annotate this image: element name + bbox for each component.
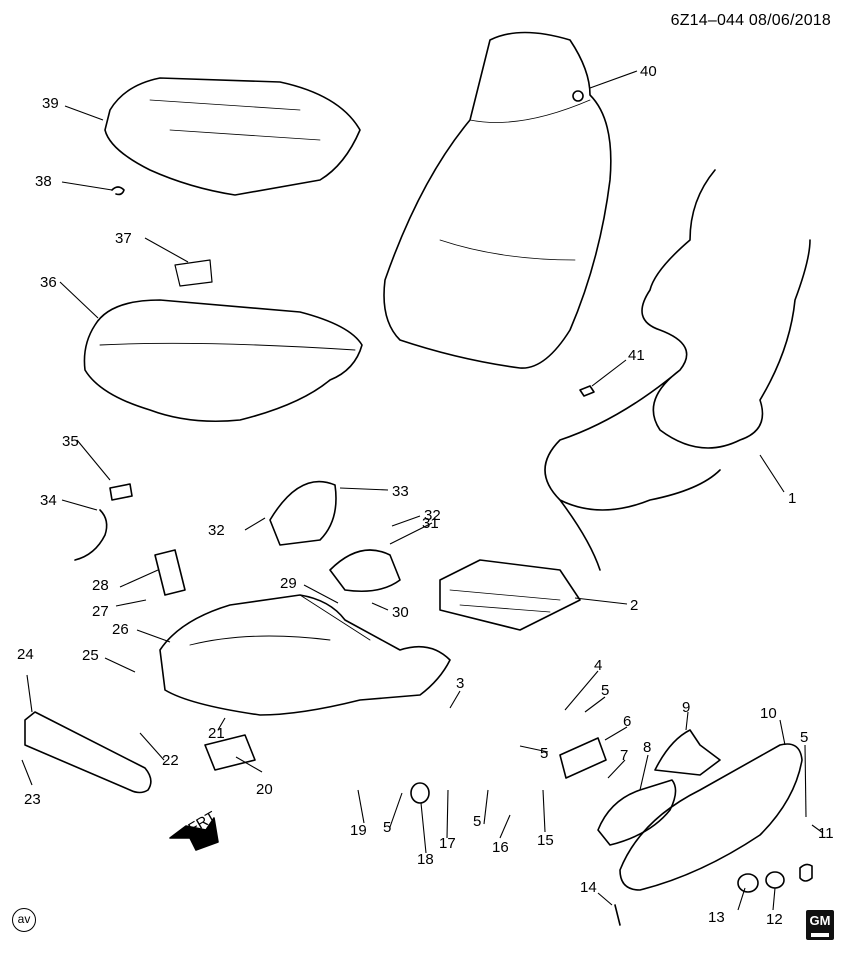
- callout-3: 3: [456, 675, 464, 692]
- callout-27: 27: [92, 603, 109, 620]
- callout-34: 34: [40, 492, 57, 509]
- callout-29: 29: [280, 575, 297, 592]
- callout-19: 19: [350, 822, 367, 839]
- diagram-header: 6Z14–044 08/06/2018: [671, 12, 831, 30]
- callout-31: 31: [422, 515, 439, 532]
- part-35-sensor: [109, 483, 133, 501]
- callout-21: 21: [208, 725, 225, 742]
- callout-1: 1: [788, 490, 796, 507]
- callout-22: 22: [162, 752, 179, 769]
- callout-8: 8: [643, 739, 651, 756]
- callout-5: 5: [601, 682, 609, 699]
- callout-5: 5: [473, 813, 481, 830]
- gm-logo-underline: [811, 933, 829, 937]
- gm-logo-badge: GM: [806, 910, 834, 940]
- front-arrow-icon: [169, 817, 219, 851]
- gm-logo-text: GM: [809, 913, 831, 928]
- part-12-button: [765, 871, 785, 889]
- callout-15: 15: [537, 832, 554, 849]
- part-13-knob: [737, 873, 759, 893]
- part-20-motor: [204, 734, 256, 771]
- part-6-motor: [559, 737, 607, 779]
- part-2-seat-adjuster: [439, 559, 581, 631]
- diagram-code: 6Z14–044: [670, 12, 745, 29]
- callout-38: 38: [35, 173, 52, 190]
- callout-4: 4: [594, 657, 602, 674]
- callout-6: 6: [623, 713, 631, 730]
- part-36-cushion: [83, 299, 363, 423]
- callout-26: 26: [112, 621, 129, 638]
- callout-13: 13: [708, 909, 725, 926]
- part-34-harness: [74, 509, 108, 561]
- diagram-date: 08/06/2018: [748, 12, 831, 29]
- callout-28: 28: [92, 577, 109, 594]
- callout-10: 10: [760, 705, 777, 722]
- part-8-switch-bezel: [597, 779, 677, 846]
- callout-14: 14: [580, 879, 597, 896]
- callout-5: 5: [383, 819, 391, 836]
- part-24-trim-panel: [24, 711, 152, 794]
- callout-39: 39: [42, 95, 59, 112]
- part-31-bracket: [329, 549, 401, 593]
- callout-7: 7: [620, 747, 628, 764]
- callout-37: 37: [115, 230, 132, 247]
- callout-5: 5: [800, 729, 808, 746]
- part-18-cap: [410, 782, 430, 804]
- callout-32: 32: [208, 522, 225, 539]
- callout-20: 20: [256, 781, 273, 798]
- callout-32: 32: [424, 507, 441, 524]
- callout-40: 40: [640, 63, 657, 80]
- part-41-bolt: [579, 385, 595, 397]
- callout-24: 24: [17, 646, 34, 663]
- callout-18: 18: [417, 851, 434, 868]
- callout-17: 17: [439, 835, 456, 852]
- part-28-belt-buckle: [154, 549, 186, 596]
- part-38-clip: [111, 186, 125, 196]
- callout-25: 25: [82, 647, 99, 664]
- leader-lines: [21, 70, 824, 911]
- part-11-cap: [799, 863, 813, 882]
- callout-12: 12: [766, 911, 783, 928]
- callout-labels: 1 2 3 4 5 5 5 5 5 6 7 8 9 10 11 12 13 14…: [17, 63, 834, 928]
- part-26-seat-frame: [159, 594, 451, 716]
- callout-5: 5: [540, 745, 548, 762]
- part-9-bracket: [654, 729, 721, 776]
- callout-36: 36: [40, 274, 57, 291]
- callout-35: 35: [62, 433, 79, 450]
- part-40-seat-back: [383, 31, 612, 369]
- part-33-bracket: [269, 480, 337, 546]
- callout-41: 41: [628, 347, 645, 364]
- callout-33: 33: [392, 483, 409, 500]
- callout-30: 30: [392, 604, 409, 621]
- part-39-cushion-cover: [104, 77, 361, 196]
- footer-mark: av: [12, 908, 36, 932]
- callout-23: 23: [24, 791, 41, 808]
- part-10-side-shield: [619, 743, 803, 891]
- callout-9: 9: [682, 699, 690, 716]
- callout-16: 16: [492, 839, 509, 856]
- part-1-wiring-harness: [544, 169, 811, 571]
- part-37-pad: [174, 259, 213, 287]
- part-14-screw: [614, 904, 621, 926]
- callout-2: 2: [630, 597, 638, 614]
- callout-11: 11: [818, 825, 834, 842]
